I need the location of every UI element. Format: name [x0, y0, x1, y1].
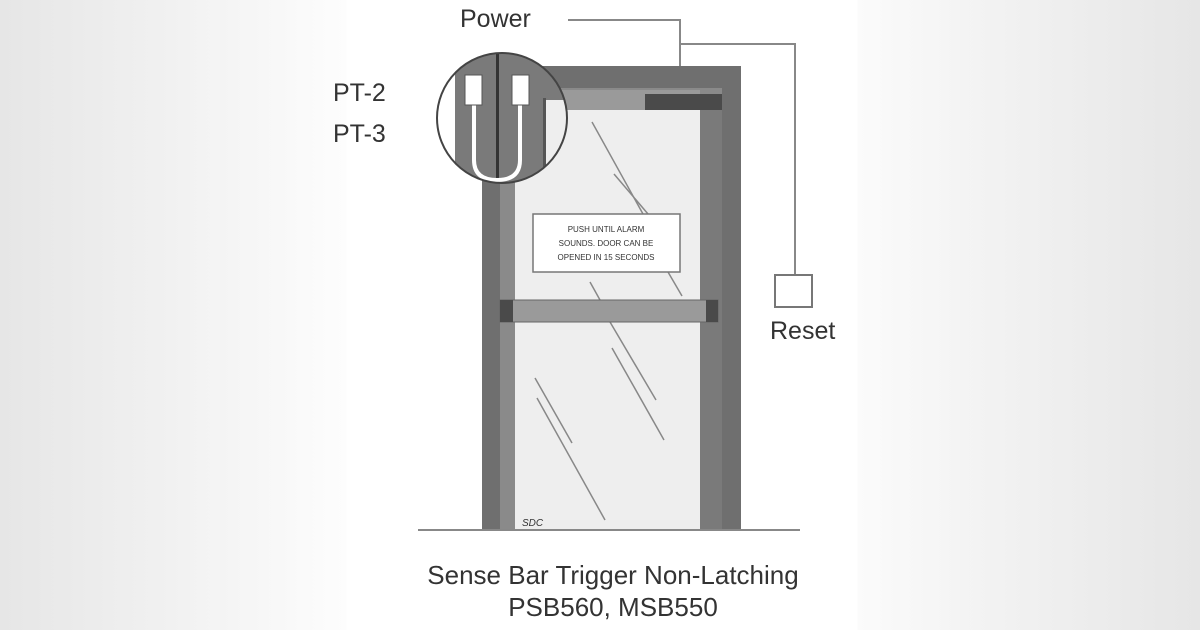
glass-reflections	[534, 121, 683, 521]
power-transfer-detail	[436, 52, 568, 184]
sign-text-2: SOUNDS. DOOR CAN BE	[559, 239, 654, 248]
caption-line-2: PSB560, MSB550	[508, 592, 718, 622]
power-label: Power	[460, 5, 531, 33]
sign-text-3: OPENED IN 15 SECONDS	[558, 253, 655, 262]
pt3-label: PT-3	[333, 120, 386, 148]
power-transfer-box	[645, 94, 722, 110]
sign-text-1: PUSH UNTIL ALARM	[568, 225, 645, 234]
caption-line-1: Sense Bar Trigger Non-Latching	[427, 560, 798, 590]
maker-mark: SDC	[522, 518, 544, 529]
reset-label: Reset	[770, 317, 835, 345]
pt2-label: PT-2	[333, 79, 386, 107]
push-bar	[499, 299, 719, 323]
reset-switch	[774, 274, 813, 308]
power-wire	[568, 19, 796, 275]
warning-sign: PUSH UNTIL ALARM SOUNDS. DOOR CAN BE OPE…	[532, 213, 681, 273]
